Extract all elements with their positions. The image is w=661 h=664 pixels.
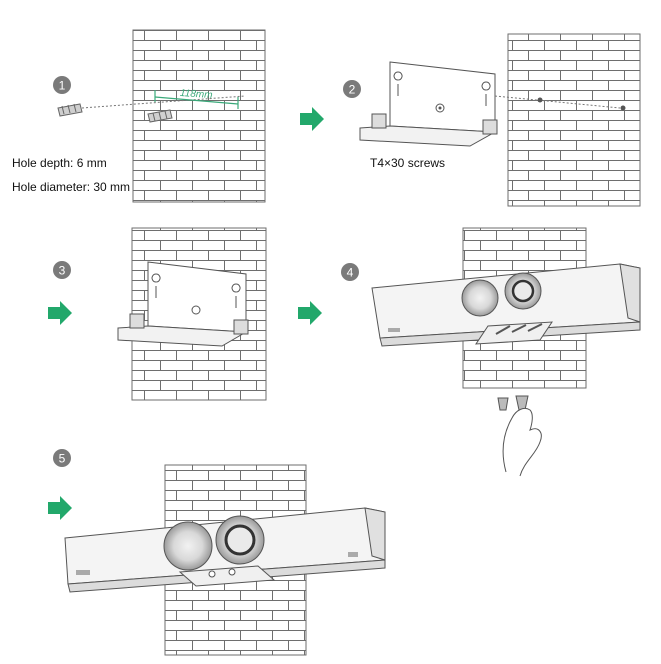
- step-1-panel: 1 118mm: [53, 29, 266, 203]
- step-5-badge: [53, 449, 71, 467]
- step-1-number: 1: [59, 79, 66, 93]
- step-1-badge: [53, 76, 71, 94]
- mounting-bracket-icon: [117, 261, 249, 347]
- dimension-line: [154, 90, 239, 109]
- screws-label: T4×30 screws: [370, 156, 446, 170]
- step-4-panel: 4: [341, 227, 641, 477]
- wall-hole: [620, 105, 626, 111]
- next-step-arrow-icon: [300, 107, 324, 131]
- screw-icon: [57, 103, 83, 117]
- screw-guide-line: [494, 95, 621, 109]
- step-3-badge: [53, 261, 71, 279]
- step-5-panel: 5: [53, 449, 386, 656]
- step-2-number: 2: [349, 83, 356, 97]
- video-bar-icon: [64, 507, 386, 593]
- step-4-number: 4: [347, 266, 354, 280]
- step-2-badge: [343, 80, 361, 98]
- step-5-number: 5: [59, 452, 66, 466]
- screw-guide-line: [81, 95, 246, 109]
- screw-icon: [497, 395, 529, 411]
- wall-anchor-icon: [147, 109, 173, 123]
- hole-diameter-label: Hole diameter: 30 mm: [12, 180, 131, 194]
- next-step-arrow-icon: [48, 496, 72, 520]
- step-2-panel: 2: [343, 33, 641, 207]
- dimension-label: 118mm: [180, 88, 213, 101]
- step-4-badge: [341, 263, 359, 281]
- step-3-panel: 3: [53, 227, 267, 401]
- mounting-bracket-icon: [359, 61, 498, 147]
- hand-icon: [502, 407, 542, 477]
- step-3-number: 3: [59, 264, 66, 278]
- wall-hole: [537, 97, 543, 103]
- video-bar-icon: [371, 263, 641, 347]
- next-step-arrow-icon: [48, 301, 72, 325]
- brick-wall: [507, 33, 641, 207]
- hole-depth-label: Hole depth: 6 mm: [12, 156, 107, 170]
- next-step-arrow-icon: [298, 301, 322, 325]
